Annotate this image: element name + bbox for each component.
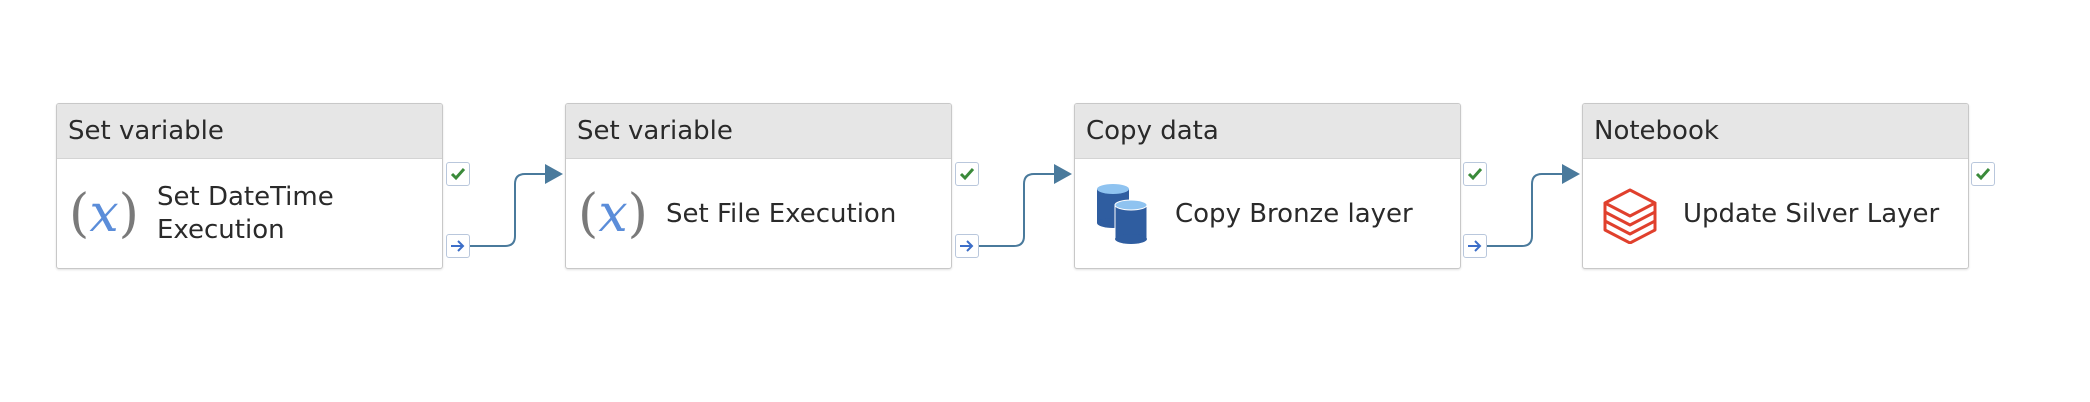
completion-output-port[interactable] [446,234,470,258]
connector-arrowhead-1-2 [545,164,563,184]
activity-type-label: Notebook [1583,104,1968,159]
arrow-right-icon [1468,240,1482,252]
connector-arrowhead-2-3 [1054,164,1072,184]
variable-icon: (x) [69,184,139,244]
activity-body: (x) Set DateTime Execution [57,159,442,268]
completion-output-port[interactable] [1463,234,1487,258]
activity-name: Update Silver Layer [1683,198,1940,229]
activity-body: Copy Bronze layer [1075,159,1460,268]
check-icon [450,168,466,181]
activity-type-label: Copy data [1075,104,1460,159]
success-output-port[interactable] [1971,162,1995,186]
activity-copy-bronze-layer[interactable]: Copy data Copy Bronze layer [1074,103,1461,269]
connector-line-1-2 [470,173,545,247]
connector-arrowhead-3-4 [1562,164,1580,184]
activity-body: Update Silver Layer [1583,159,1968,268]
activity-type-label: Set variable [57,104,442,159]
success-output-port[interactable] [1463,162,1487,186]
variable-icon: (x) [578,184,648,244]
connector-line-3-4 [1487,173,1562,247]
check-icon [959,168,975,181]
activity-body: (x) Set File Execution [566,159,951,268]
database-icon [1089,181,1155,247]
completion-output-port[interactable] [955,234,979,258]
activity-set-datetime-execution[interactable]: Set variable (x) Set DateTime Execution [56,103,443,269]
arrow-right-icon [960,240,974,252]
activity-name: Set DateTime Execution [157,182,334,245]
databricks-notebook-icon [1597,181,1663,247]
arrow-right-icon [451,240,465,252]
activity-name: Set File Execution [666,198,897,229]
check-icon [1467,168,1483,181]
check-icon [1975,168,1991,181]
activity-type-label: Set variable [566,104,951,159]
activity-update-silver-layer[interactable]: Notebook Update Silver Layer [1582,103,1969,269]
activity-set-file-execution[interactable]: Set variable (x) Set File Execution [565,103,952,269]
success-output-port[interactable] [955,162,979,186]
activity-name: Copy Bronze layer [1175,198,1413,229]
connector-line-2-3 [979,173,1054,247]
success-output-port[interactable] [446,162,470,186]
